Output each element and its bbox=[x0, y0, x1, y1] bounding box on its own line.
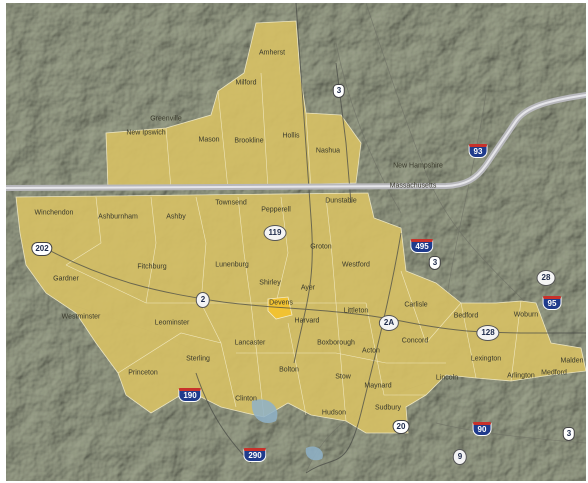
town-label: Brookline bbox=[234, 137, 264, 145]
town-label: Concord bbox=[401, 337, 429, 345]
town-label: Acton bbox=[362, 347, 380, 355]
route-shield-icon: 3 bbox=[332, 84, 346, 98]
route-shield-icon: 93 bbox=[468, 144, 488, 158]
route-shield-icon: 9 bbox=[452, 449, 468, 465]
route-shield-icon: 290 bbox=[243, 448, 267, 462]
route-shield-icon: 20 bbox=[392, 420, 410, 434]
town-label: Massachusetts bbox=[389, 182, 437, 190]
route-shield-icon: 202 bbox=[31, 242, 53, 256]
town-label: Littleton bbox=[343, 307, 369, 315]
town-label: Sterling bbox=[186, 355, 210, 363]
route-shield-icon: 128 bbox=[476, 325, 500, 341]
town-label: Greenville bbox=[150, 115, 182, 123]
town-boundaries bbox=[65, 72, 522, 422]
town-label: Carlisle bbox=[404, 301, 428, 309]
town-label: Bolton bbox=[279, 366, 299, 374]
route-shield-icon: 3 bbox=[428, 256, 442, 270]
town-label: Devens bbox=[269, 299, 293, 307]
town-label: Lunenburg bbox=[215, 261, 249, 269]
terrain-map bbox=[6, 3, 586, 481]
route-shield-icon: 119 bbox=[263, 225, 287, 241]
town-label: Westminster bbox=[61, 313, 101, 321]
town-label: Leominster bbox=[154, 319, 190, 327]
town-label: Dunstable bbox=[325, 197, 357, 205]
town-label: Lexington bbox=[470, 355, 502, 363]
town-label: Hudson bbox=[321, 409, 347, 417]
town-label: Amherst bbox=[258, 49, 286, 57]
town-label: Hollis bbox=[282, 132, 300, 140]
town-label: Ashburnham bbox=[98, 213, 138, 221]
main-roads bbox=[35, 3, 586, 474]
state-border-highlight bbox=[6, 94, 586, 189]
route-shield-icon: 3 bbox=[562, 427, 576, 441]
town-label: Harvard bbox=[294, 317, 320, 325]
town-label: Townsend bbox=[215, 199, 247, 207]
town-label: Milford bbox=[235, 79, 257, 87]
water-bodies bbox=[251, 399, 323, 461]
route-shield-icon: 2 bbox=[195, 292, 211, 308]
route-shield-icon: 28 bbox=[536, 270, 556, 286]
town-label: Malden bbox=[560, 357, 584, 365]
town-label: Westford bbox=[342, 261, 370, 269]
town-label: Lancaster bbox=[234, 339, 266, 347]
town-label: Clinton bbox=[235, 395, 257, 403]
town-label: Lincoln bbox=[435, 374, 459, 382]
route-shield-icon: 190 bbox=[178, 388, 202, 402]
town-label: Medford bbox=[541, 369, 567, 377]
town-label: Ashby bbox=[166, 213, 186, 221]
town-label: Woburn bbox=[513, 311, 539, 319]
town-label: Winchendon bbox=[34, 209, 74, 217]
town-label: New Ipswich bbox=[126, 129, 166, 137]
route-shield-icon: 95 bbox=[542, 296, 562, 310]
highlight-town-devens bbox=[267, 296, 293, 320]
town-label: Fitchburg bbox=[137, 263, 167, 271]
town-label: Boxborough bbox=[317, 339, 355, 347]
town-label: Ayer bbox=[300, 284, 316, 292]
town-label: New Hampshire bbox=[393, 162, 443, 170]
route-shield-icon: 90 bbox=[472, 422, 492, 436]
town-label: Gardner bbox=[53, 275, 79, 283]
town-label: Maynard bbox=[364, 382, 392, 390]
town-label: Nashua bbox=[315, 147, 341, 155]
town-label: Groton bbox=[310, 243, 332, 251]
town-label: Shirley bbox=[259, 279, 281, 287]
town-label: Sudbury bbox=[374, 404, 402, 412]
town-label: Bedford bbox=[453, 312, 479, 320]
route-shield-icon: 2A bbox=[378, 315, 400, 331]
town-label: Stow bbox=[335, 373, 351, 381]
town-label: Princeton bbox=[128, 369, 158, 377]
town-label: Pepperell bbox=[261, 206, 291, 214]
town-label: Arlington bbox=[507, 372, 535, 380]
route-shield-icon: 495 bbox=[410, 239, 434, 253]
region-towns bbox=[15, 20, 586, 434]
town-label: Mason bbox=[198, 136, 220, 144]
